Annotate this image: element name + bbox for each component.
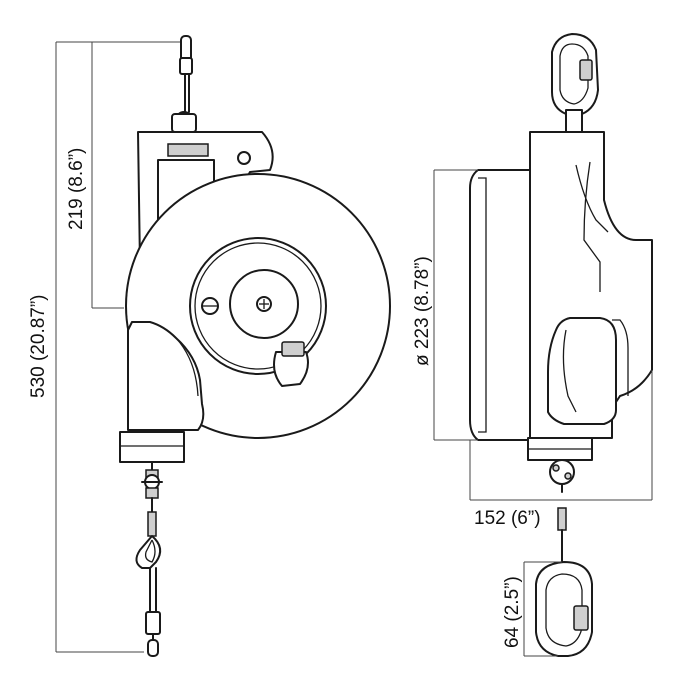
front-view [119,35,391,657]
front-cable-hook [135,461,163,657]
dimension-lines [55,41,653,657]
dim-drum-diameter: ø 223 (8.78”) [412,256,433,366]
front-bracket [137,131,274,274]
dim-top-to-body: 219 (8.6”) [66,148,87,230]
side-view [469,33,653,657]
dim-carabiner: 64 (2.5”) [502,576,523,648]
side-top-carabiner [551,33,599,133]
front-top-hook [171,35,197,133]
dim-overall-height: 530 (20.87”) [28,294,49,398]
side-bottom-carabiner [535,507,593,657]
dim-depth: 152 (6”) [474,508,541,529]
side-body [469,131,653,493]
